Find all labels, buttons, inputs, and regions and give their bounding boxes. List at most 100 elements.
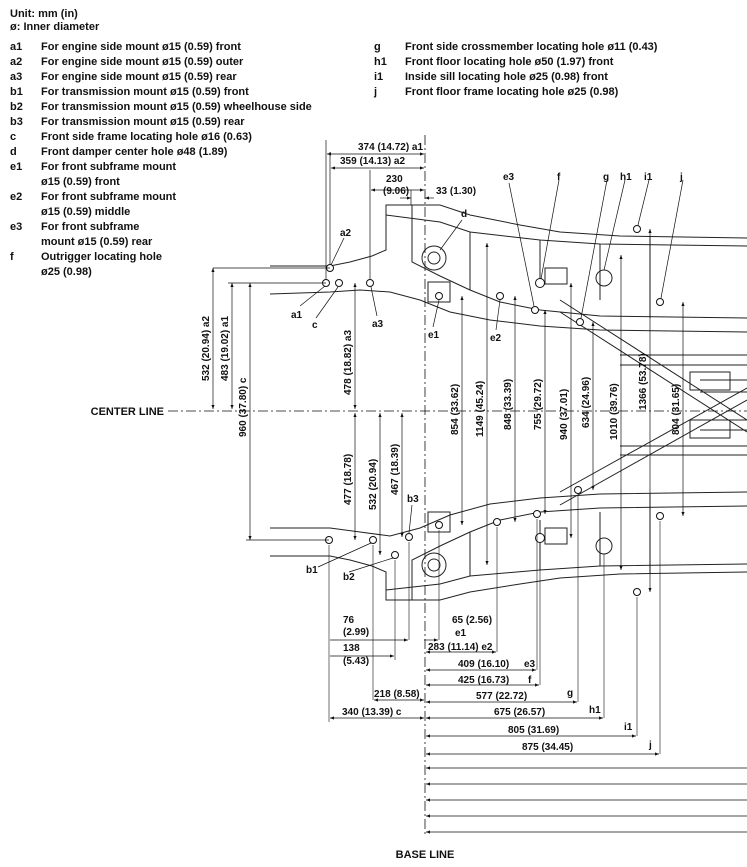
hole-g (576, 318, 584, 326)
dim-359: 359 (14.13) a2 (340, 156, 405, 167)
dim-577: 577 (22.72) (476, 691, 527, 702)
legend-key: b1 (10, 86, 23, 98)
reference-lines: CENTER LINE BASE LINE (91, 135, 747, 861)
legend-text: For transmission mount ø15 (0.59) wheelh… (41, 101, 312, 113)
callout-leaders (299, 179, 684, 573)
hole-b2 (391, 551, 399, 559)
legend-text-line2: ø25 (0.98) (41, 266, 92, 278)
callout-i1: i1 (644, 172, 653, 183)
legend-text: For engine side mount ø15 (0.59) outer (41, 56, 244, 68)
legend-key: a2 (10, 56, 23, 68)
hole-j (656, 298, 664, 306)
legend-text: For front subframe (41, 221, 140, 233)
dim-340-c: 340 (13.39) c (342, 707, 402, 718)
dim-409-key: e3 (524, 659, 536, 670)
legend-item-g: g Front side crossmember locating hole ø1… (374, 40, 657, 55)
hole-a3 (366, 279, 374, 287)
hole-j-lower (656, 512, 664, 520)
dim-283-e2: 283 (11.14) e2 (428, 642, 493, 653)
legend-key: e3 (10, 221, 23, 233)
dim-675: 675 (26.57) (494, 707, 545, 718)
callout-b2: b2 (343, 572, 355, 583)
legend-item-b3: b3 For transmission mount ø15 (0.59) rear (10, 115, 312, 130)
legend-text: Front floor locating hole ø50 (1.97) fro… (405, 56, 614, 68)
hole-e3 (531, 306, 539, 314)
callout-e3: e3 (503, 172, 515, 183)
dim-33: 33 (1.30) (436, 186, 476, 197)
legend-text: For transmission mount ø15 (0.59) front (41, 86, 249, 98)
legend-key: g (374, 41, 381, 53)
legend-text: For engine side mount ø15 (0.59) front (41, 41, 241, 53)
callout-b3: b3 (407, 494, 419, 505)
hole-i1 (633, 225, 641, 233)
legend-item-e3: e3 For front subframe (10, 220, 312, 235)
unit-note: Unit: mm (in) (10, 8, 78, 20)
dim-755: 755 (29.72) (533, 379, 544, 430)
legend-key: c (10, 131, 17, 143)
dim-230: 230 (386, 174, 403, 185)
dim-1010: 1010 (39.76) (609, 383, 620, 440)
dim-425: 425 (16.73) (458, 675, 509, 686)
diameter-note: ø: Inner diameter (10, 21, 100, 33)
dim-805-key: i1 (624, 722, 633, 733)
hole-e2 (496, 292, 504, 300)
legend-text: For transmission mount ø15 (0.59) rear (41, 116, 245, 128)
legend-text: For engine side mount ø15 (0.59) rear (41, 71, 237, 83)
dim-1149: 1149 (45.24) (475, 381, 486, 437)
legend-right: g Front side crossmember locating hole ø1… (374, 40, 657, 100)
dim-875: 875 (34.45) (522, 742, 573, 753)
legend-left: a1 For engine side mount ø15 (0.59) front… (10, 40, 312, 280)
dim-634: 634 (24.96) (581, 377, 592, 428)
legend-item-b1: b1 For transmission mount ø15 (0.59) fron… (10, 85, 312, 100)
callout-e1: e1 (428, 330, 440, 341)
hole-i1-lower (633, 588, 641, 596)
legend-item-a2: a2 For engine side mount ø15 (0.59) outer (10, 55, 312, 70)
callout-g: g (603, 172, 609, 183)
legend-text: Outrigger locating hole (41, 251, 163, 263)
legend-key: b3 (10, 116, 23, 128)
dim-138-in: (5.43) (343, 656, 369, 667)
extension-lines (328, 495, 661, 754)
legend-key: a1 (10, 41, 23, 53)
callout-h1: h1 (620, 172, 632, 183)
base-line-label: BASE LINE (396, 849, 455, 861)
hole-e3-lower (533, 510, 541, 518)
legend-text: Inside sill locating hole ø25 (0.98) fro… (405, 71, 608, 83)
legend-key: d (10, 146, 17, 158)
hole-g-lower (574, 486, 582, 494)
callout-a1: a1 (291, 310, 303, 321)
vertical-dimensions (211, 229, 685, 592)
dim-960-c: 960 (37.80) c (238, 377, 249, 437)
dim-675-key: h1 (589, 705, 601, 716)
dim-532: 532 (20.94) (368, 459, 379, 510)
callout-e2: e2 (490, 333, 502, 344)
dim-467: 467 (18.39) (390, 444, 401, 495)
callout-j: j (679, 172, 683, 183)
legend-text: Front floor frame locating hole ø25 (0.9… (405, 86, 619, 98)
hole-f (535, 278, 545, 288)
legend-text: For front subframe mount (41, 161, 177, 173)
legend-text-line2: ø15 (0.59) middle (41, 206, 131, 218)
legend-text: Front side crossmember locating hole ø11… (405, 41, 658, 53)
hole-e1-lower (435, 521, 443, 529)
dim-478-a3: 478 (18.82) a3 (343, 330, 354, 395)
dim-483-a1: 483 (19.02) a1 (220, 316, 231, 381)
callout-a2: a2 (340, 228, 352, 239)
legend-text-line2: mount ø15 (0.59) rear (41, 236, 153, 248)
dim-230-in: (9.06) (383, 186, 409, 197)
bottom-dimensions (330, 638, 747, 834)
dim-374: 374 (14.72) a1 (358, 142, 423, 153)
legend-item-a1: a1 For engine side mount ø15 (0.59) front (10, 40, 312, 55)
callout-b1: b1 (306, 565, 318, 576)
dim-1366: 1366 (53.78) (638, 353, 649, 410)
dim-848: 848 (33.39) (503, 379, 514, 430)
legend-text: For front subframe mount (41, 191, 177, 203)
bottom-dimension-labels: 76 (2.99) 65 (2.56) e1 138 (5.43) 283 (1… (342, 615, 652, 753)
